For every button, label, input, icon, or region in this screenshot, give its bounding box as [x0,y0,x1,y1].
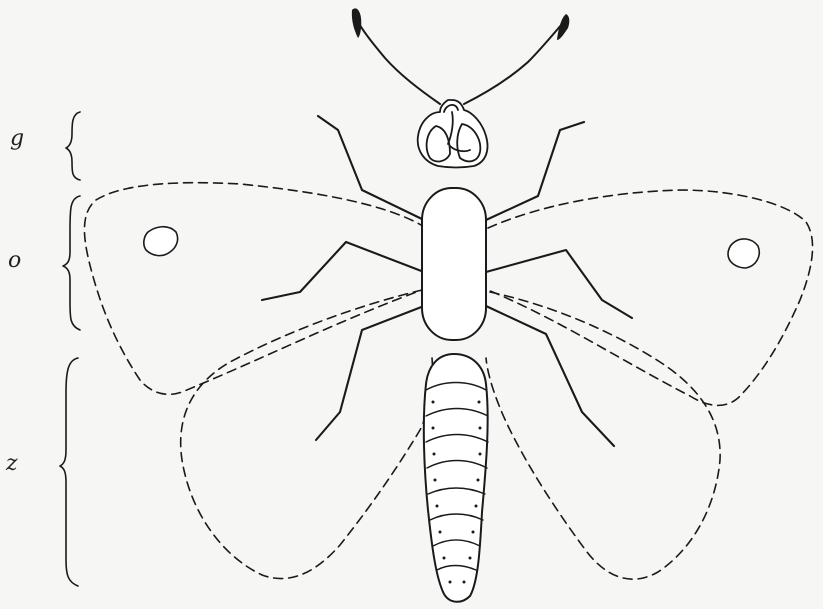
abdomen [424,354,488,602]
antennae [358,22,562,104]
right-middle-leg [486,250,632,318]
right-wing-spot [728,239,759,268]
left-forewing [84,183,426,395]
right-forewing [488,190,813,405]
right-antenna [464,24,562,104]
left-hindwing [181,290,433,579]
left-front-leg [318,116,424,220]
right-front-leg [486,122,584,220]
head-brace [66,112,80,180]
left-antenna [358,22,440,104]
thorax-brace [63,196,80,330]
abdomen-brace [60,358,78,586]
left-wing-spot [144,227,178,256]
left-middle-leg [262,242,424,300]
head [418,100,488,168]
left-antenna-club [352,8,361,38]
thorax [422,188,486,340]
